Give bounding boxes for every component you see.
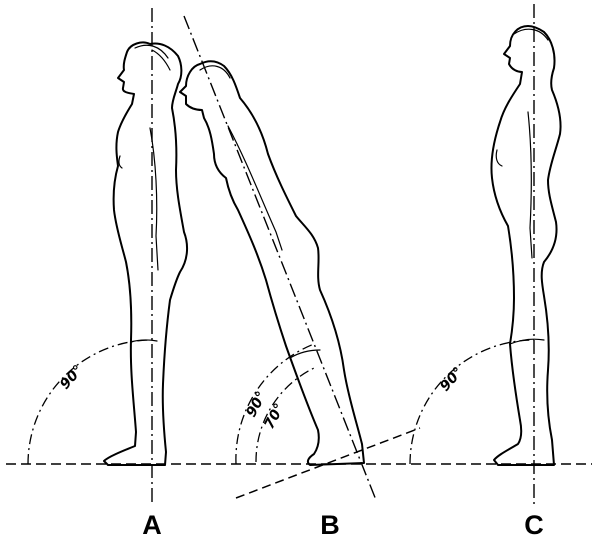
arm-line-b bbox=[228, 126, 282, 250]
chest-mark-c bbox=[496, 150, 502, 166]
angle-label-a: 90° bbox=[57, 362, 87, 392]
arm-line-a bbox=[150, 128, 158, 270]
chest-mark-a bbox=[119, 156, 122, 168]
silhouette-c bbox=[491, 26, 560, 465]
figure-c: 90° bbox=[410, 4, 561, 505]
panel-label-c: C bbox=[524, 510, 544, 540]
figure-a: 90° bbox=[28, 8, 187, 505]
silhouette-a bbox=[104, 42, 187, 465]
inclined-base-line-b bbox=[236, 428, 420, 498]
angle-arc-b-inner bbox=[256, 368, 314, 462]
angle-label-c: 90° bbox=[437, 364, 467, 394]
knee-line-a bbox=[131, 340, 157, 342]
panel-label-a: A bbox=[142, 510, 162, 540]
arm-line-c bbox=[528, 112, 532, 258]
panel-label-b: B bbox=[320, 510, 340, 540]
angle-label-b-inner: 70° bbox=[261, 401, 288, 432]
knee-line-c bbox=[510, 339, 544, 344]
tilted-axis-b bbox=[184, 16, 376, 500]
figure-b: 90° 70° bbox=[180, 16, 420, 500]
knee-line-b bbox=[290, 350, 320, 358]
